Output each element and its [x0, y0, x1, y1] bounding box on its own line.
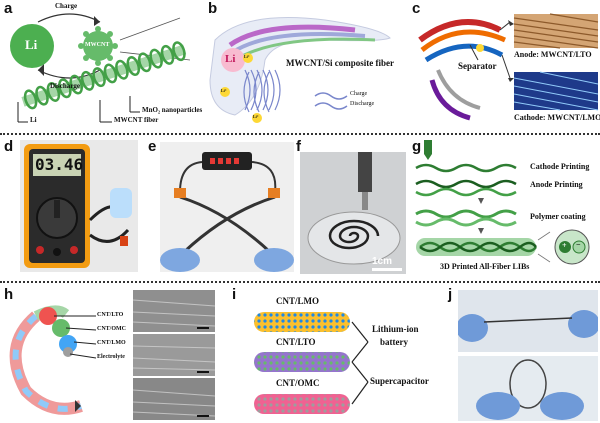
panel-f-photo	[300, 152, 406, 274]
si-nanowire-bundle	[243, 69, 281, 113]
panel-i-letter: i	[232, 286, 237, 303]
panel-j-letter: j	[448, 286, 453, 303]
row-divider-1	[0, 133, 600, 135]
panel-g-cathode-label: Cathode Printing	[530, 162, 590, 171]
panel-f-letter: f	[296, 138, 301, 155]
panel-b-diagram	[209, 17, 391, 123]
fiber-cnt-omc	[254, 394, 350, 414]
panel-b-li-label: Li	[225, 53, 236, 65]
panel-a-li-circle-label: Li	[25, 37, 38, 52]
panel-a-fiber-label: MWCNT fiber	[114, 116, 159, 124]
panel-g-diagram	[415, 140, 590, 265]
panel-c-letter: c	[412, 0, 421, 17]
panel-c-diagram	[418, 13, 599, 121]
panel-h-letter: h	[4, 286, 14, 303]
panel-a-mno2-label: MnO₂ nanoparticles	[142, 106, 203, 114]
panel-h-sem-images	[133, 290, 215, 420]
panel-i-fiber-label-3: CNT/OMC	[276, 378, 320, 388]
panel-i-battery-label-2: battery	[380, 337, 408, 347]
panel-b-letter: b	[208, 0, 218, 17]
panel-i-battery-label-1: Lithium-ion	[372, 324, 419, 334]
panel-c-anode-label: Anode: MWCNT/LTO	[514, 50, 592, 59]
panel-a-charge-label: Charge	[55, 2, 78, 10]
panel-c-cathode-label: Cathode: MWCNT/LMO	[514, 113, 600, 122]
panel-a-mwcnt-circle-label: MWCNT	[85, 42, 110, 48]
multimeter-reading: 03.46	[35, 155, 84, 174]
panel-g-plus-sign: +	[562, 241, 567, 250]
panel-d-photo	[20, 140, 138, 272]
fiber-cnt-lmo	[254, 312, 350, 332]
panel-i-diagram	[254, 312, 369, 414]
panel-b-ion-label-3: Li⁺	[253, 114, 259, 119]
panel-g-letter: g	[412, 138, 422, 155]
panel-g-product-label: 3D Printed All-Fiber LIBs	[440, 262, 530, 271]
panel-h-label-4: Electrolyte	[97, 354, 125, 360]
fiber-cnt-lto	[254, 352, 350, 372]
row-divider-2	[0, 281, 600, 283]
panel-g-polymer-label: Polymer coating	[530, 212, 586, 221]
panel-g-minus-sign: −	[576, 240, 581, 249]
panel-b-charge-label: Charge	[350, 91, 368, 97]
panel-h-label-3: CNT/LMO	[97, 340, 126, 346]
panel-f-scale-bar-label: 1cm	[372, 256, 393, 267]
panel-a-letter: a	[4, 0, 13, 17]
panel-d-letter: d	[4, 138, 14, 155]
panel-i-fiber-label-2: CNT/LTO	[276, 337, 316, 347]
panel-e-letter: e	[148, 138, 157, 155]
panel-b-ion-label-1: Li⁺	[244, 54, 250, 59]
panel-a-li-label: Li	[30, 116, 37, 124]
panel-a-discharge-label: Discharge	[50, 82, 80, 90]
panel-b-discharge-label: Discharge	[350, 101, 375, 107]
panel-h-diagram	[9, 305, 97, 415]
panel-h-label-2: CNT/OMC	[97, 326, 126, 332]
panel-i-fiber-label-1: CNT/LMO	[276, 296, 320, 306]
panel-e-photo	[160, 142, 294, 272]
panel-g-anode-label: Anode Printing	[530, 180, 583, 189]
panel-c-separator-label: Separator	[458, 61, 497, 71]
panel-i-supercap-label: Supercapacitor	[370, 376, 429, 386]
panel-b-ion-label-2: Li⁺	[221, 88, 227, 93]
mwcnt-particle-icon	[78, 26, 118, 66]
panel-j-photo	[458, 290, 598, 421]
panel-h-label-1: CNT/LTO	[97, 312, 124, 318]
coated-fiber-icon	[416, 238, 537, 256]
panel-b-title: MWCNT/Si composite fiber	[286, 58, 394, 68]
panel-a-diagram	[10, 13, 191, 123]
mwcnt-fiber-helix	[21, 41, 187, 110]
